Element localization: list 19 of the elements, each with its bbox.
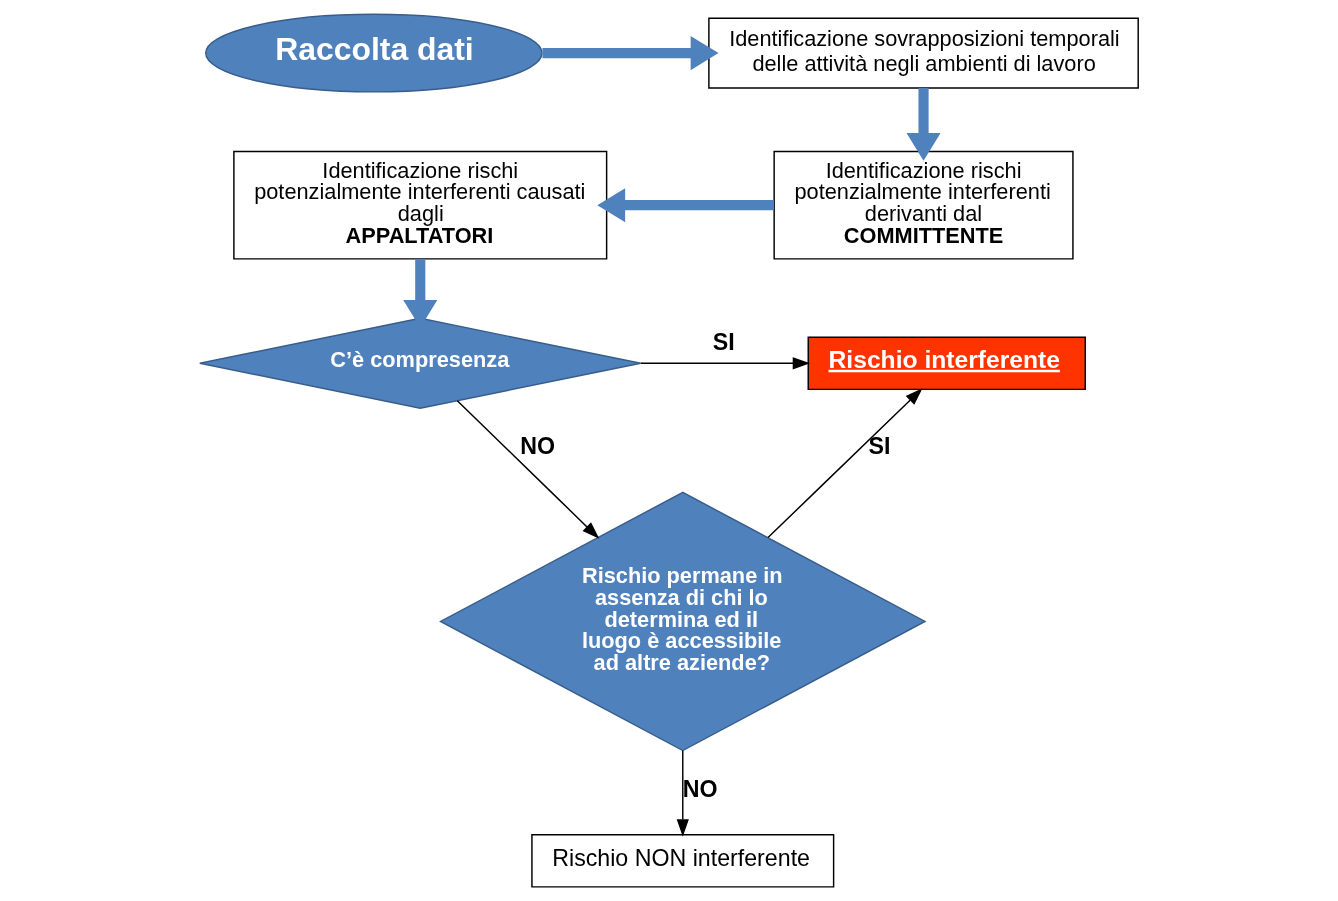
node-box: Identificazione rischi potenzialmente interferenti causati dagli APPALTATORI	[233, 150, 608, 260]
edge-label: NO	[520, 433, 556, 460]
edge-label: SI	[868, 433, 891, 460]
node-ellipse: Raccolta dati	[204, 13, 543, 93]
arrow	[767, 388, 923, 539]
arrow	[456, 400, 600, 539]
arrow	[676, 750, 689, 837]
node-box: Rischio interferente	[807, 336, 1086, 391]
arrow	[640, 357, 811, 370]
node-box: Identificazione rischi potenzialmente interferenti derivanti dal COMMITTENTE	[773, 150, 1074, 260]
node-diamond: Rischio permane in assenza di chi lo determina ed il luogo è accessibile ad altre aziende?	[439, 491, 927, 752]
arrow	[906, 88, 941, 161]
node-box: Rischio NON interferente	[531, 833, 835, 888]
edge-label: NO	[682, 775, 718, 802]
edge-label: SI	[712, 328, 735, 355]
node-diamond: C’è compresenza	[199, 317, 642, 409]
arrow	[542, 36, 719, 71]
arrow	[597, 188, 774, 223]
node-box: Identificazione sovrapposizioni temporali delle attività negli ambienti di lavoro	[708, 17, 1139, 89]
